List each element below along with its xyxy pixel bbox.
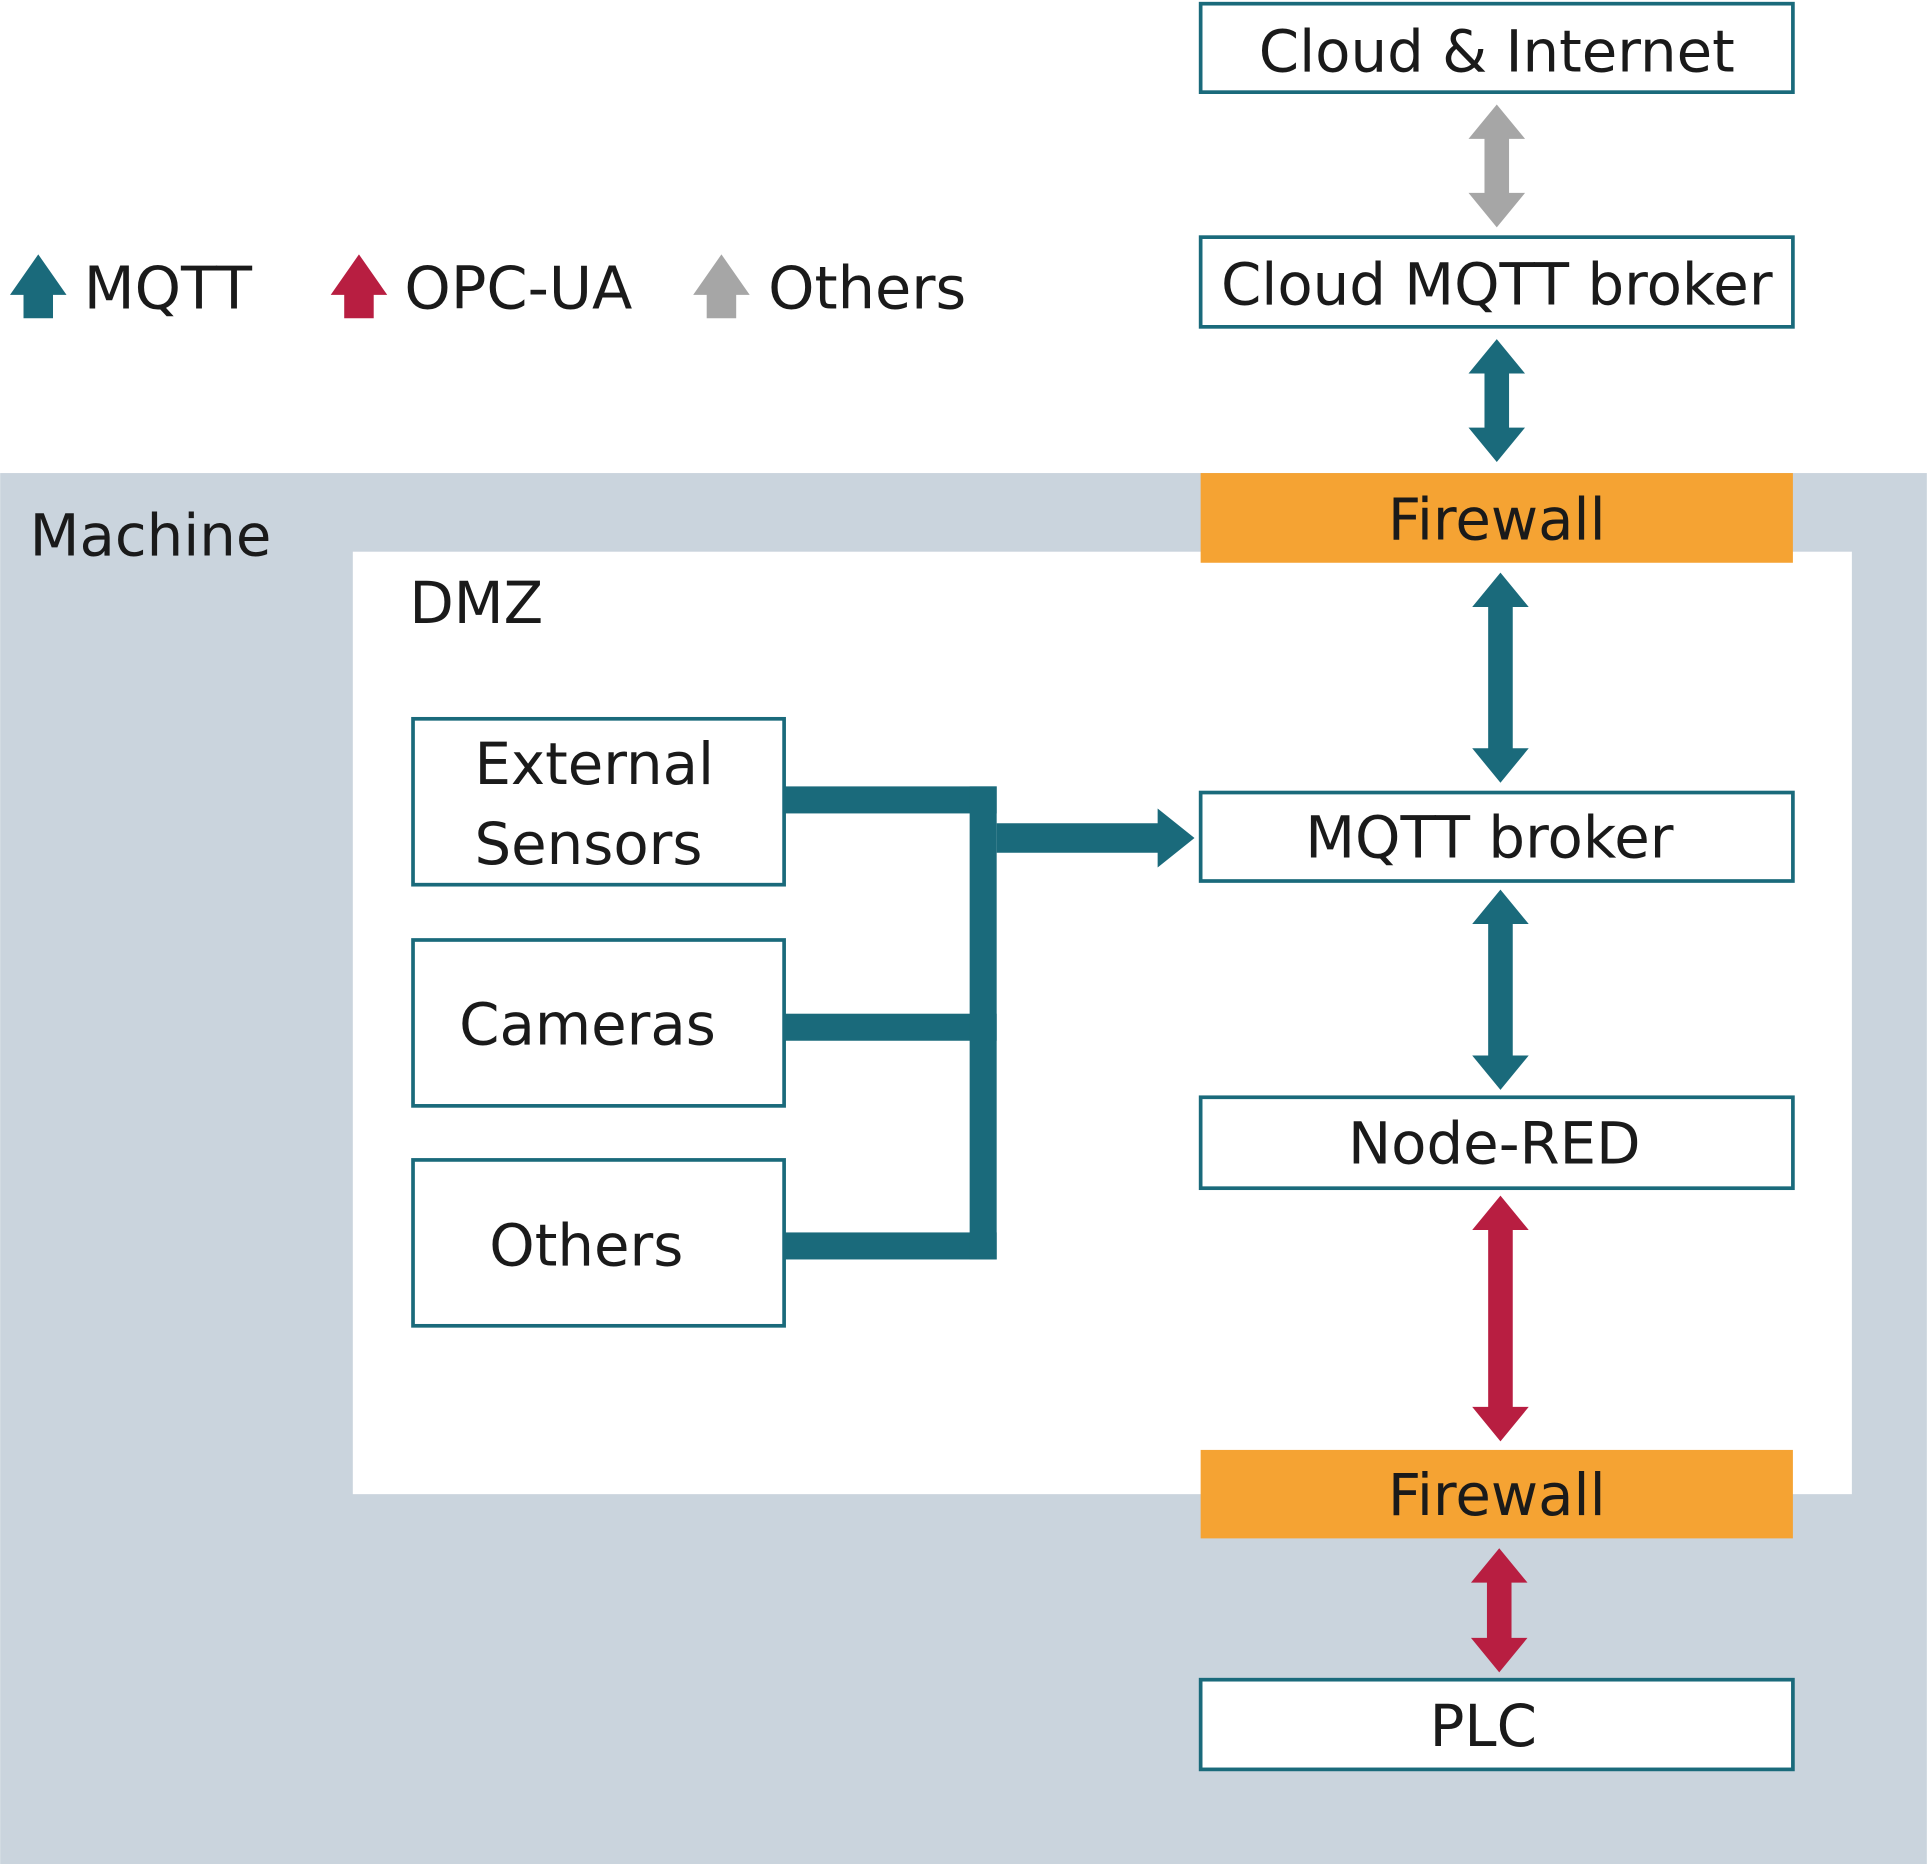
node-mqtt-broker[interactable]: MQTT broker [1198,790,1795,883]
arrow-up-icon [9,254,67,319]
node-cloud-internet-label: Cloud & Internet [1259,17,1735,85]
node-plc[interactable]: PLC [1198,1677,1795,1772]
firewall-top[interactable]: Firewall [1200,473,1793,563]
bus-trunk [969,786,997,1260]
arrow-mqtt-broker-to-node-red [1472,889,1529,1090]
legend-item-mqtt: MQTT [9,253,253,322]
arrow-firewall-bottom-to-plc [1470,1548,1528,1673]
node-external-sensors-label-line1: External [474,730,714,798]
arrow-cloud-internet-to-cloud-mqtt-broker [1468,104,1526,228]
firewall-bottom-label: Firewall [1388,1461,1606,1529]
arrow-right-icon [996,808,1195,868]
arrow-firewall-top-to-mqtt-broker [1472,572,1529,783]
node-mqtt-broker-label: MQTT broker [1305,804,1674,872]
node-node-red-label: Node-RED [1348,1110,1641,1178]
dmz-zone-label: DMZ [409,569,543,637]
node-others-source[interactable]: Others [411,1158,786,1328]
bus-line-cameras [784,1013,997,1041]
legend-item-others: Others [693,253,966,322]
node-cameras-label: Cameras [459,990,716,1058]
source-bus-connector [784,786,1195,1260]
firewall-bottom[interactable]: Firewall [1200,1449,1793,1539]
bus-line-others [784,1232,997,1260]
bus-line-sensors [784,786,997,814]
node-plc-label: PLC [1430,1692,1537,1760]
machine-zone-label: Machine [30,501,272,569]
arrow-node-red-to-firewall-bottom [1472,1195,1529,1442]
arrow-up-icon [693,254,750,319]
legend-item-opcua: OPC-UA [330,253,632,322]
node-external-sensors-label-line2: Sensors [474,810,702,878]
node-cameras[interactable]: Cameras [411,938,786,1108]
arrow-cloud-mqtt-broker-to-firewall-top [1468,339,1526,463]
legend: MQTT OPC-UA Others [9,253,966,322]
vertical-arrows [1468,104,1529,1673]
legend-label-mqtt: MQTT [84,253,253,322]
firewall-top-label: Firewall [1388,485,1606,553]
node-cloud-mqtt-broker-label: Cloud MQTT broker [1221,251,1773,319]
node-node-red[interactable]: Node-RED [1198,1095,1795,1191]
node-cloud-internet[interactable]: Cloud & Internet [1198,1,1795,94]
legend-label-opcua: OPC-UA [404,253,632,322]
arrow-up-icon [330,254,388,319]
node-cloud-mqtt-broker[interactable]: Cloud MQTT broker [1198,235,1795,329]
node-external-sensors[interactable]: External Sensors [411,716,786,887]
legend-label-others: Others [768,253,966,322]
node-others-source-label: Others [489,1212,683,1280]
